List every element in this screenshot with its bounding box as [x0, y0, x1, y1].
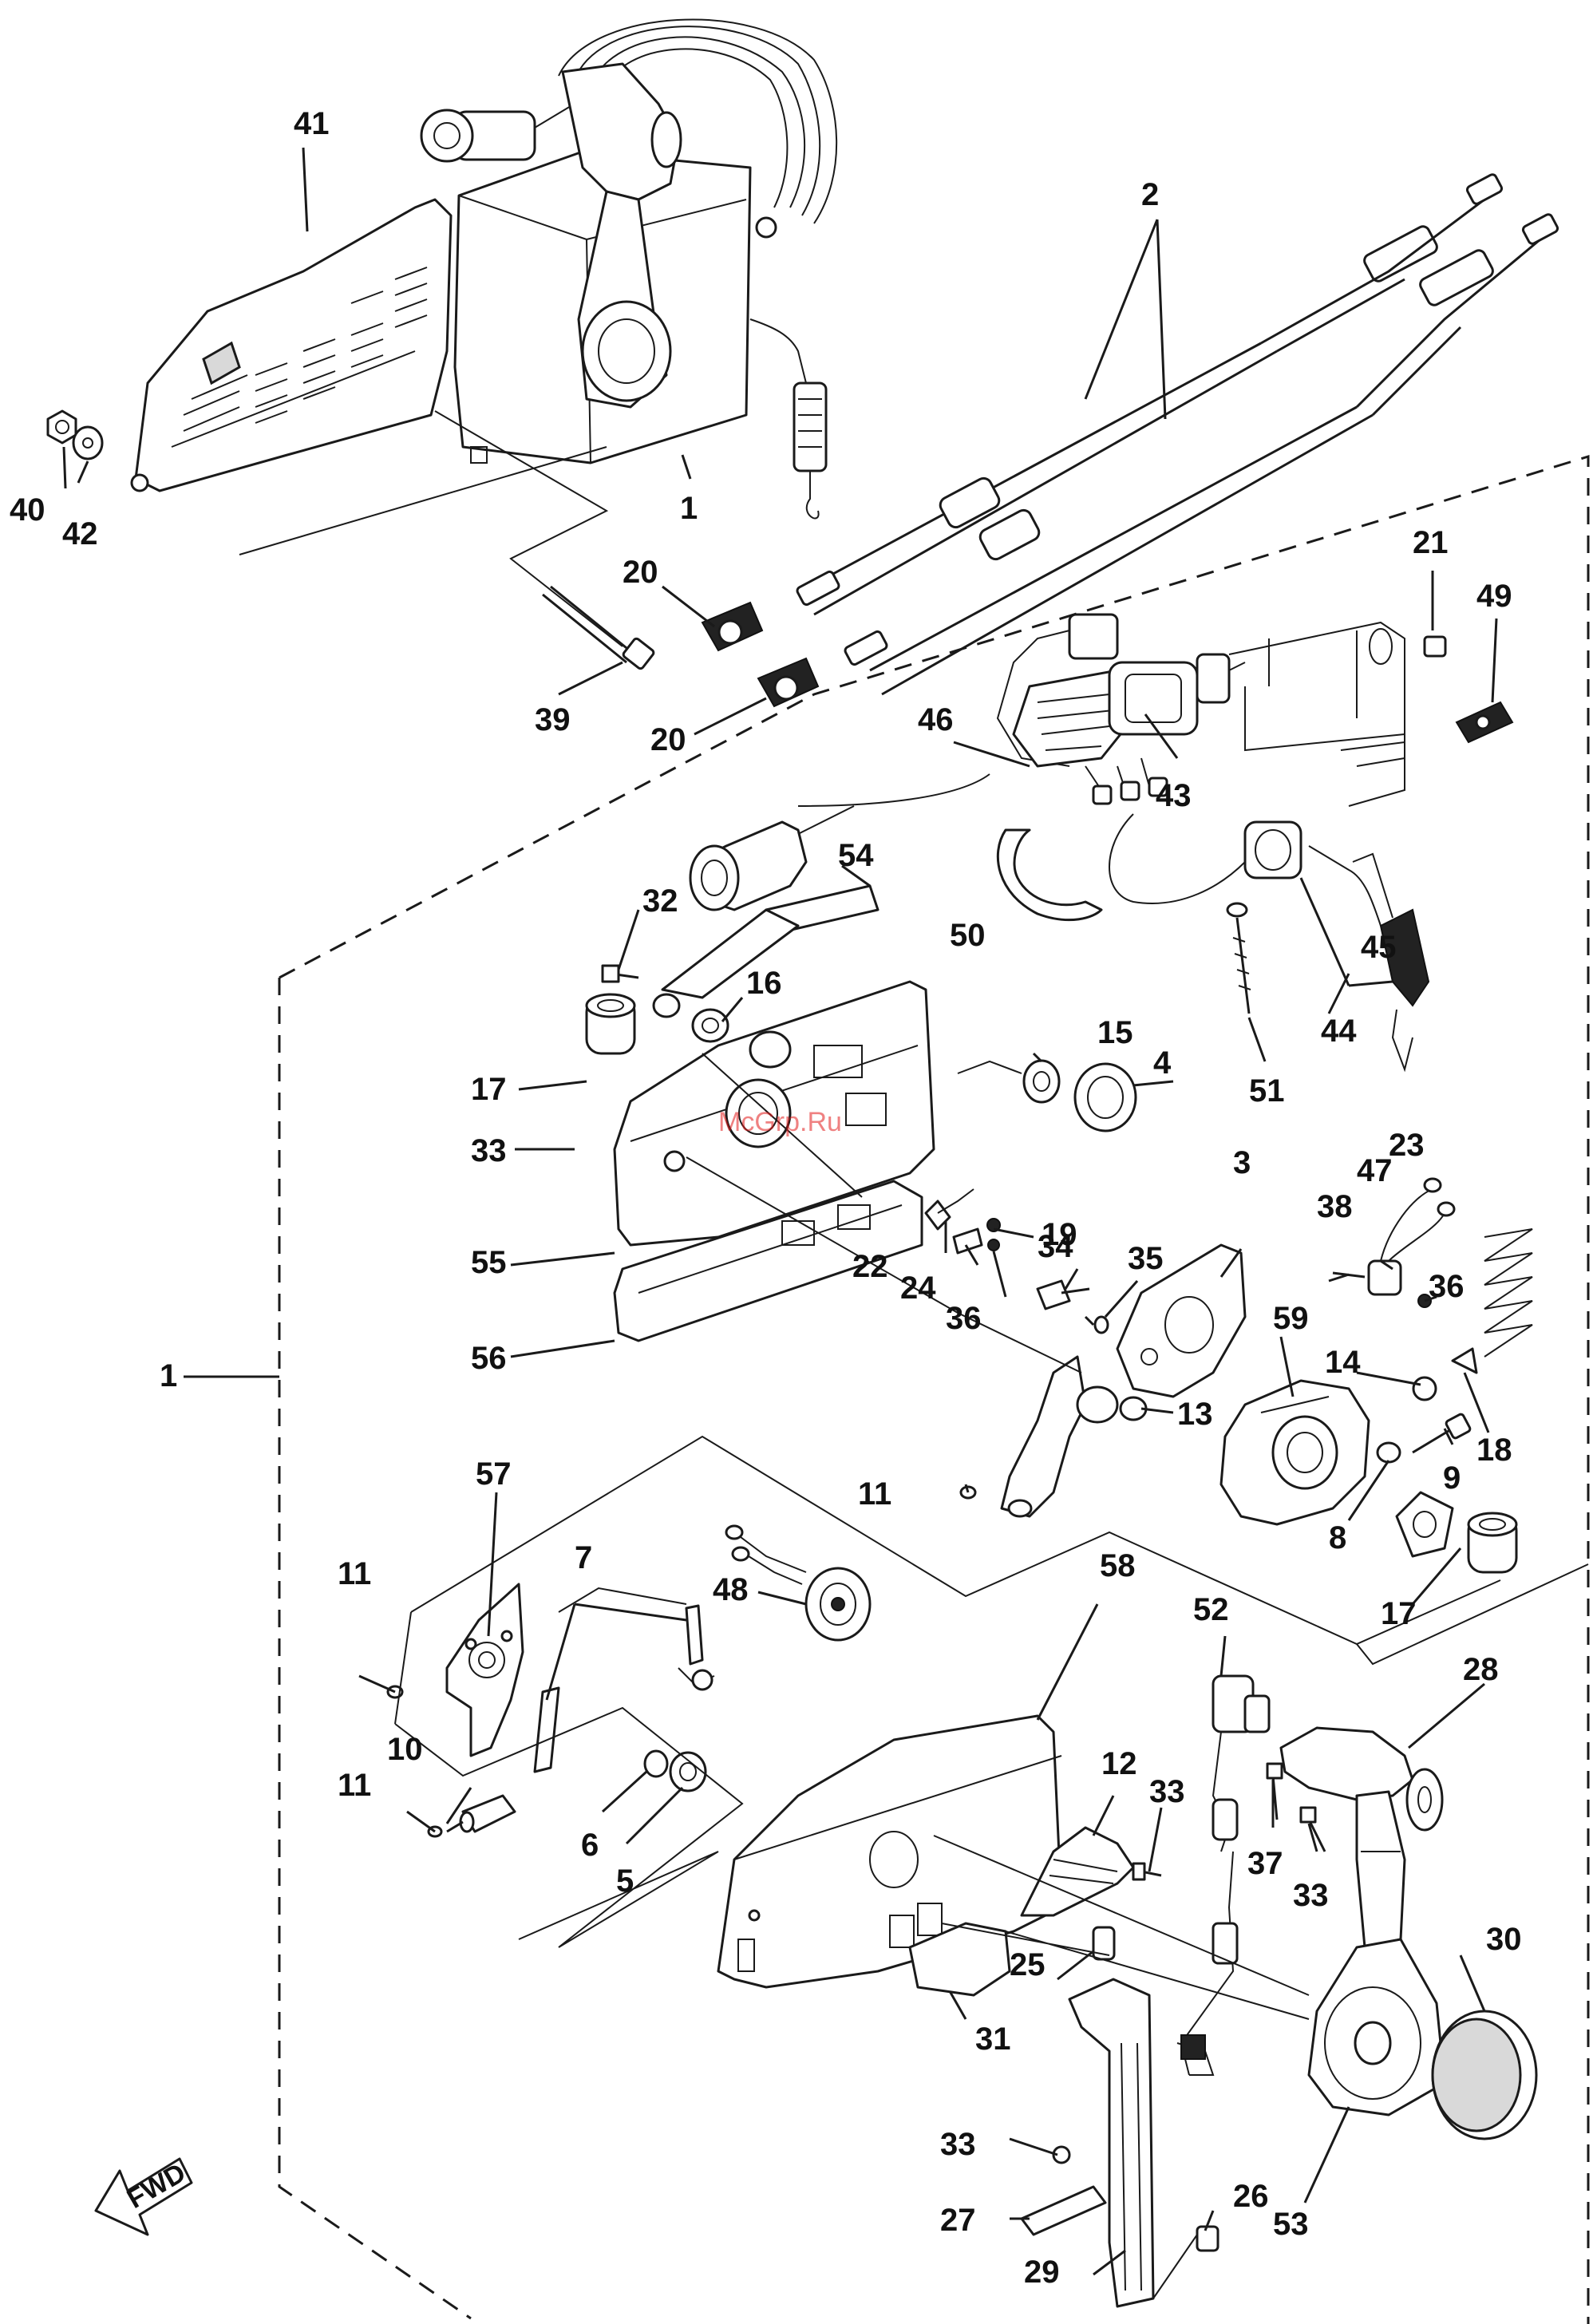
label-36a: 36 [946, 1301, 982, 1336]
label-52: 52 [1193, 1592, 1229, 1627]
label-55: 55 [471, 1245, 507, 1280]
watermark: McGrp.Ru [718, 1107, 842, 1137]
label-42: 42 [62, 516, 98, 551]
label-15: 15 [1097, 1015, 1133, 1050]
control-cables [796, 173, 1559, 694]
label-12: 12 [1101, 1746, 1137, 1781]
label-11a: 11 [338, 1556, 371, 1591]
label-33d: 33 [940, 2127, 976, 2162]
label-26: 26 [1233, 2179, 1269, 2214]
label-24: 24 [900, 1271, 936, 1306]
label-35: 35 [1128, 1241, 1164, 1276]
handle-28 [1281, 1728, 1442, 1947]
fwd-direction-arrow: FWD [96, 2157, 192, 2235]
label-50: 50 [950, 918, 986, 953]
label-18: 18 [1476, 1433, 1512, 1468]
label-2: 2 [1141, 177, 1159, 212]
label-38: 38 [1317, 1189, 1353, 1224]
label-43: 43 [1156, 778, 1192, 813]
start-switch-harness [798, 615, 1405, 806]
label-22: 22 [852, 1249, 888, 1284]
label-45: 45 [1361, 930, 1397, 965]
label-57: 57 [476, 1456, 512, 1492]
label-13: 13 [1177, 1397, 1213, 1432]
label-17b: 17 [1381, 1596, 1417, 1631]
label-53: 53 [1273, 2207, 1309, 2242]
label-14: 14 [1325, 1345, 1361, 1380]
grip-53 [1309, 1939, 1445, 2115]
label-23: 23 [1389, 1128, 1425, 1163]
label-6: 6 [581, 1828, 599, 1863]
spring-clip [998, 830, 1101, 920]
label-36b: 36 [1429, 1269, 1465, 1304]
label-30: 30 [1486, 1922, 1522, 1957]
side-cover [132, 200, 451, 491]
label-27: 27 [940, 2203, 976, 2238]
label-46: 46 [918, 702, 954, 737]
detent-parts [926, 1189, 1000, 1253]
label-47: 47 [1357, 1153, 1393, 1188]
label-11c: 11 [858, 1476, 891, 1512]
cable-end-clips [702, 603, 818, 706]
label-7: 7 [575, 1540, 592, 1575]
label-10: 10 [387, 1732, 423, 1767]
label-51: 51 [1249, 1073, 1285, 1109]
linkage-7 [535, 1588, 714, 1772]
label-25: 25 [1010, 1947, 1046, 1982]
label-11b: 11 [338, 1768, 371, 1803]
label-3: 3 [1233, 1145, 1251, 1180]
washer-6 [645, 1751, 667, 1777]
small-clip-21 [1425, 637, 1445, 656]
label-20a: 20 [623, 555, 658, 590]
bushing-5 [670, 1753, 706, 1791]
label-9: 9 [1443, 1460, 1461, 1496]
clamp-49 [1457, 702, 1512, 742]
label-32: 32 [642, 883, 678, 919]
pin-10 [429, 1796, 515, 1836]
label-59: 59 [1273, 1301, 1309, 1336]
label-21: 21 [1413, 525, 1449, 560]
label-58: 58 [1100, 1548, 1136, 1583]
washer-15 [1024, 1061, 1059, 1102]
label-1: 1 [680, 491, 698, 526]
label-37: 37 [1247, 1846, 1283, 1881]
label-48: 48 [713, 1572, 749, 1607]
label-5: 5 [616, 1864, 634, 1899]
rear-housing-58 [718, 1716, 1061, 1987]
label-31: 31 [975, 2022, 1011, 2057]
label-20b: 20 [650, 722, 686, 757]
label-44: 44 [1321, 1014, 1357, 1049]
label-56: 56 [471, 1341, 507, 1376]
label-1b: 1 [160, 1358, 177, 1393]
label-49: 49 [1476, 579, 1512, 614]
label-41: 41 [294, 106, 330, 141]
label-16: 16 [746, 966, 782, 1001]
label-40: 40 [10, 492, 45, 528]
housing-plates [615, 982, 934, 1341]
label-33b: 33 [1149, 1774, 1185, 1809]
fwd-label: FWD [122, 2157, 191, 2215]
label-54: 54 [838, 838, 874, 873]
spring-23 [1484, 1229, 1532, 1357]
label-34: 34 [1038, 1229, 1073, 1264]
gear-disc-4 [1075, 1064, 1136, 1131]
control-cam [1221, 1381, 1369, 1524]
label-29: 29 [1024, 2255, 1060, 2290]
shift-cam-57 [447, 1584, 523, 1756]
cap-30 [1433, 2011, 1536, 2139]
label-4: 4 [1153, 1045, 1172, 1081]
throttle-arm [1002, 1245, 1245, 1516]
label-33a: 33 [471, 1133, 507, 1168]
label-8: 8 [1329, 1520, 1346, 1555]
label-28: 28 [1463, 1652, 1499, 1687]
remote-control-assembled [421, 19, 836, 518]
label-17a: 17 [471, 1072, 507, 1107]
label-33c: 33 [1293, 1878, 1329, 1913]
nut-and-washer [48, 411, 102, 459]
bolt-34 [1038, 1281, 1108, 1333]
label-39: 39 [535, 702, 571, 737]
